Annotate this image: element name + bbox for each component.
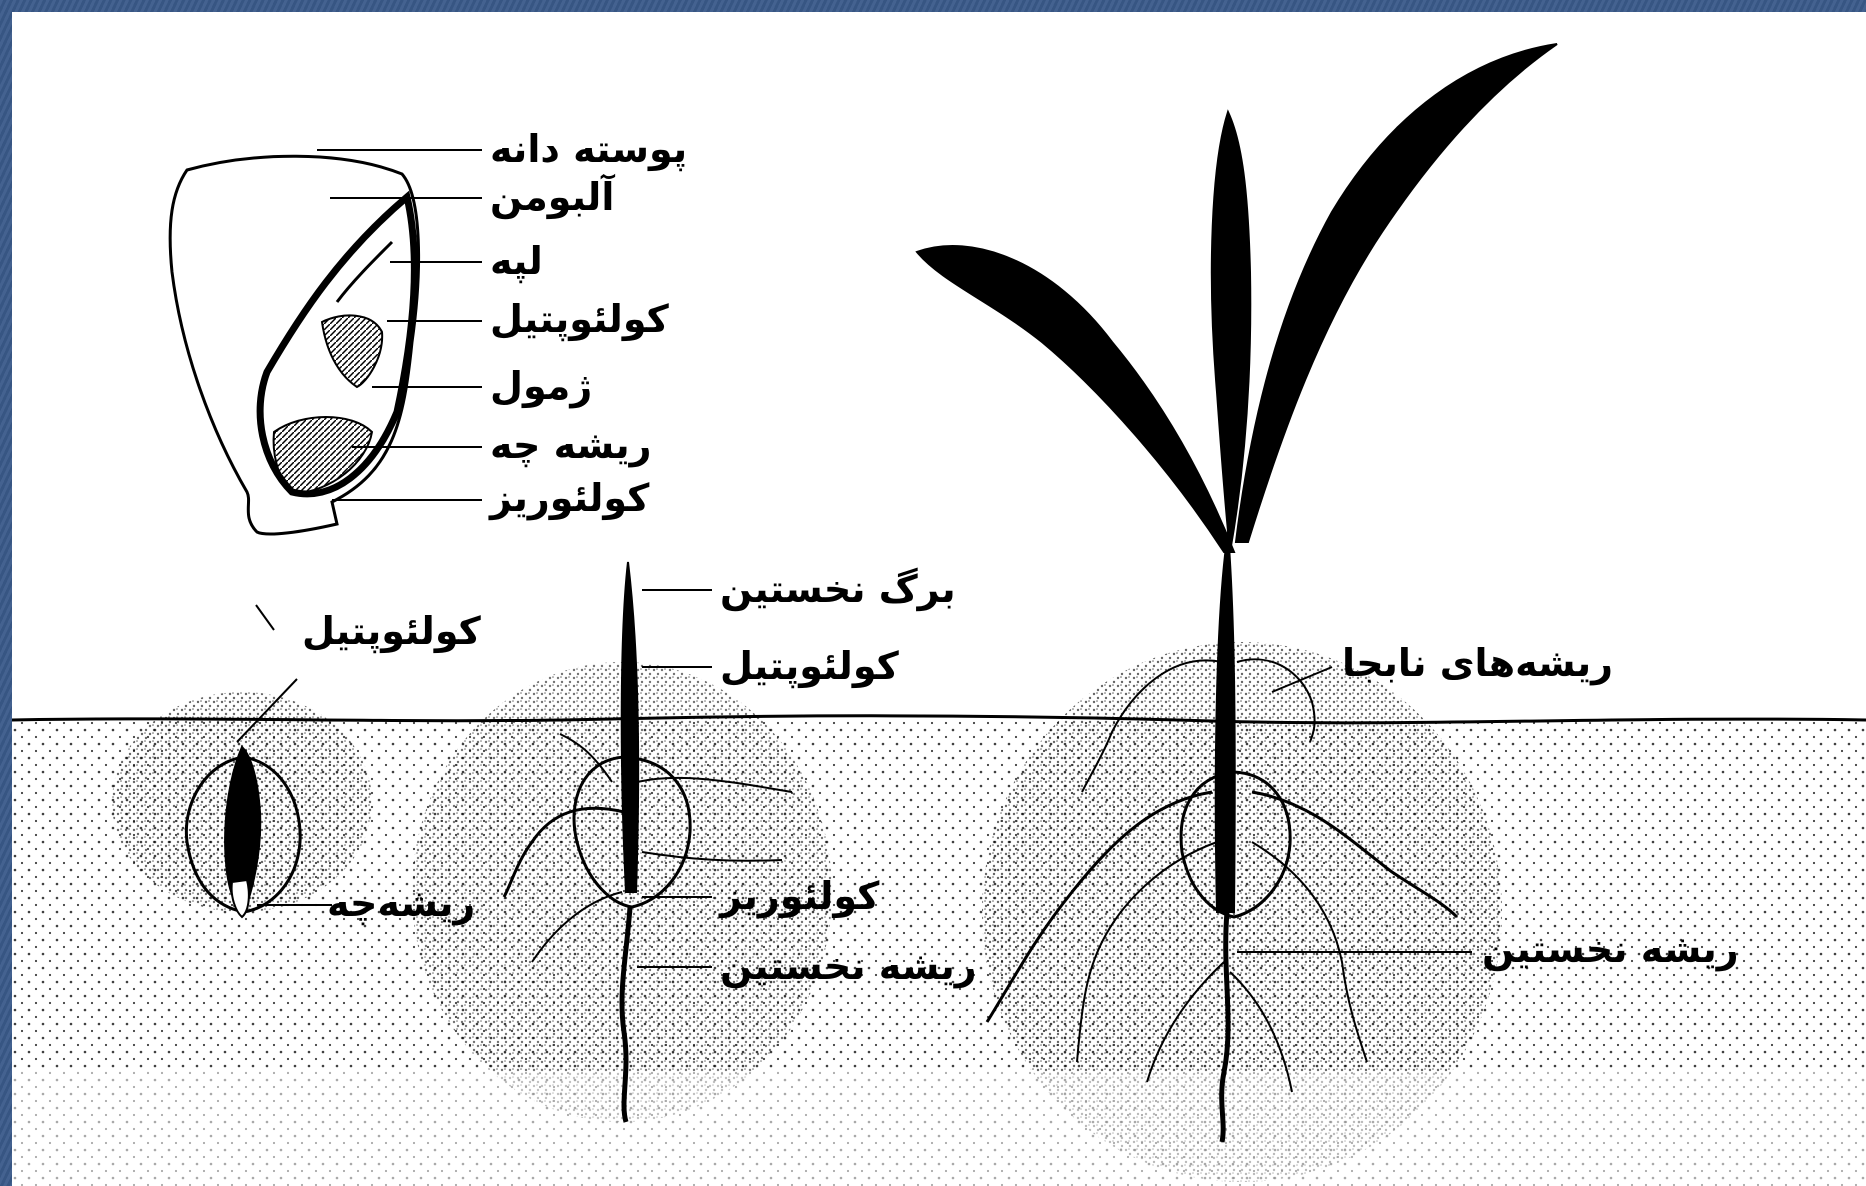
label-stage3-adventitious-roots: ریشه‌های نابجا	[1342, 644, 1613, 682]
germination-diagram: پوسته دانه آلبومن لپه کولئوپتیل ژمول ریش…	[12, 12, 1866, 1186]
plumule-shading	[322, 315, 382, 387]
seed-cross-section	[170, 150, 482, 534]
label-seed-coleorhiza: کولئوریز	[490, 479, 649, 517]
label-stage2-first-leaf: برگ نخستین	[720, 570, 956, 608]
soil	[12, 642, 1866, 1186]
label-endosperm: آلبومن	[490, 178, 614, 216]
label-stage1-radicle: ریشه‌چه	[327, 884, 475, 922]
radicle-shading	[274, 417, 372, 494]
stage3-right-leaf	[1236, 44, 1557, 542]
label-stage3-primary-root: ریشه نخستین	[1482, 930, 1739, 968]
label-stage2-coleoptile: کولئوپتیل	[720, 647, 899, 685]
label-stage1-coleoptile: کولئوپتیل	[302, 612, 481, 650]
label-seed-coat: پوسته دانه	[490, 130, 687, 168]
stage2-leaf	[622, 562, 638, 892]
label-stage2-coleorhiza: کولئوریز	[720, 877, 879, 915]
stage3-left-leaf	[917, 246, 1234, 552]
label-stage2-primary-root: ریشه نخستین	[720, 947, 977, 985]
label-seed-radicle: ریشه چه	[490, 426, 652, 464]
label-plumule: ژمول	[490, 367, 592, 405]
stage3-stem	[1216, 532, 1235, 912]
label-cotyledon: لپه	[490, 242, 543, 280]
label-seed-coleoptile: کولئوپتیل	[490, 300, 669, 338]
